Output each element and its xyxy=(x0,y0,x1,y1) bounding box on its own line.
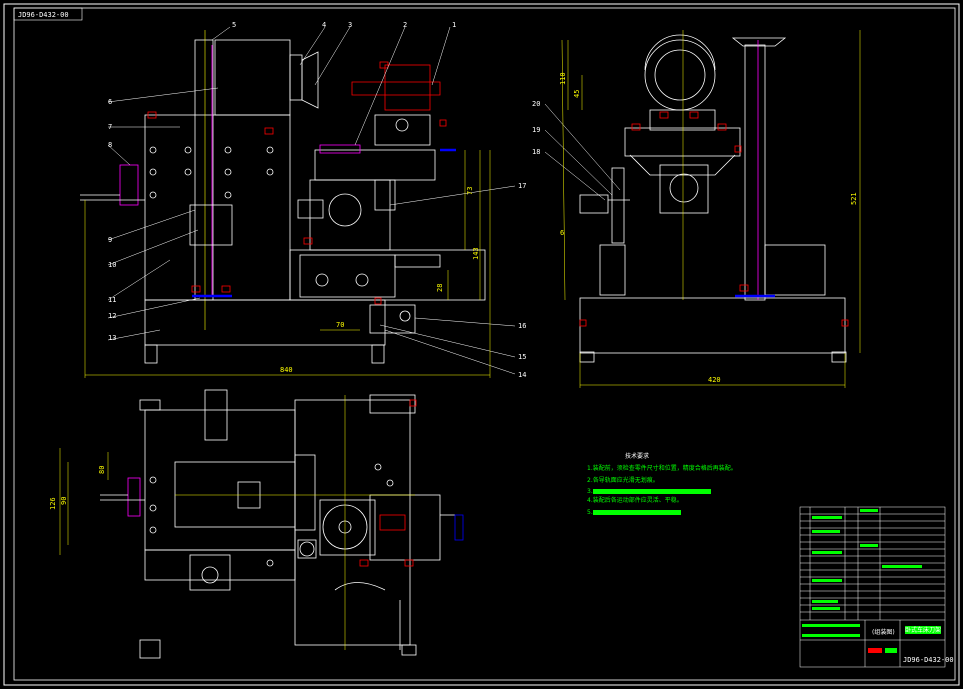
dim-521: 521 xyxy=(850,192,858,205)
dim-420: 420 xyxy=(708,376,721,384)
part-label-16: 16 xyxy=(518,322,526,330)
top-dimensions: 126 90 80 xyxy=(49,448,109,555)
part-label-2: 2 xyxy=(403,21,407,29)
title-block-name: 卧式车床刀架 xyxy=(905,626,941,634)
part-label-17: 17 xyxy=(518,182,526,190)
part-label-10: 10 xyxy=(108,261,116,269)
part-label-9: 9 xyxy=(108,236,112,244)
part-label-13: 13 xyxy=(108,334,116,342)
tech-req-line-3: 3. xyxy=(587,488,593,495)
side-leaders xyxy=(544,103,621,201)
part-label-3: 3 xyxy=(348,21,352,29)
dim-90: 90 xyxy=(60,497,68,505)
side-view xyxy=(579,30,849,363)
part-label-7: 7 xyxy=(108,123,112,131)
corner-code: JD96-D432-00 xyxy=(18,11,69,19)
tech-req-line-1: 1.装配前，须检查零件尺寸和位置，精度合格后再装配。 xyxy=(587,464,737,472)
dim-143: 143 xyxy=(472,247,480,260)
side-part-labels: 20 19 18 xyxy=(532,100,540,156)
dim-45: 45 xyxy=(573,90,581,98)
part-label-4: 4 xyxy=(322,21,326,29)
part-label-5: 5 xyxy=(232,21,236,29)
drawing-border xyxy=(3,3,960,686)
parts-list-fills xyxy=(802,509,941,637)
drawing-inner-frame xyxy=(13,7,956,681)
corner-code-box: JD96-D432-00 xyxy=(13,7,83,21)
part-label-19: 19 xyxy=(532,126,540,134)
title-block-code: JD96-D432-00 xyxy=(903,656,954,664)
front-view xyxy=(80,30,486,364)
technical-requirements: 技术要求 1.装配前，须检查零件尺寸和位置，精度合格后再装配。 2.各导轨面应光… xyxy=(587,452,737,516)
title-block: (组装图) 卧式车床刀架 JD96-D432-00 xyxy=(868,626,954,664)
tech-req-line-5: 5. xyxy=(587,509,593,516)
title-block-scale: (组装图) xyxy=(872,628,895,636)
dim-80: 80 xyxy=(98,466,106,474)
part-label-20: 20 xyxy=(532,100,540,108)
front-dimensions: 840 143 73 70 28 xyxy=(84,150,491,378)
side-dimensions: 420 521 110 45 6 xyxy=(559,30,861,388)
part-label-18: 18 xyxy=(532,148,540,156)
tech-req-title: 技术要求 xyxy=(625,452,649,460)
part-label-12: 12 xyxy=(108,312,116,320)
parts-list xyxy=(799,506,946,668)
dim-110: 110 xyxy=(559,72,567,85)
top-view xyxy=(100,389,464,659)
part-label-8: 8 xyxy=(108,141,112,149)
dim-73: 73 xyxy=(466,187,474,195)
front-leaders xyxy=(107,26,516,375)
dim-6: 6 xyxy=(560,229,564,237)
front-part-labels: 5 4 3 2 1 6 7 8 9 10 11 12 13 17 16 15 1… xyxy=(108,21,526,379)
tech-req-line-2: 2.各导轨面应光滑无划痕。 xyxy=(587,476,659,484)
dim-126: 126 xyxy=(49,497,57,510)
part-label-11: 11 xyxy=(108,296,116,304)
part-label-1: 1 xyxy=(452,21,456,29)
dim-840: 840 xyxy=(280,366,293,374)
tech-req-line-4: 4.装配后各运动部件应灵活、平稳。 xyxy=(587,496,683,504)
part-label-14: 14 xyxy=(518,371,526,379)
part-label-6: 6 xyxy=(108,98,112,106)
part-label-15: 15 xyxy=(518,353,526,361)
dim-28: 28 xyxy=(436,284,444,292)
dim-70: 70 xyxy=(336,321,344,329)
